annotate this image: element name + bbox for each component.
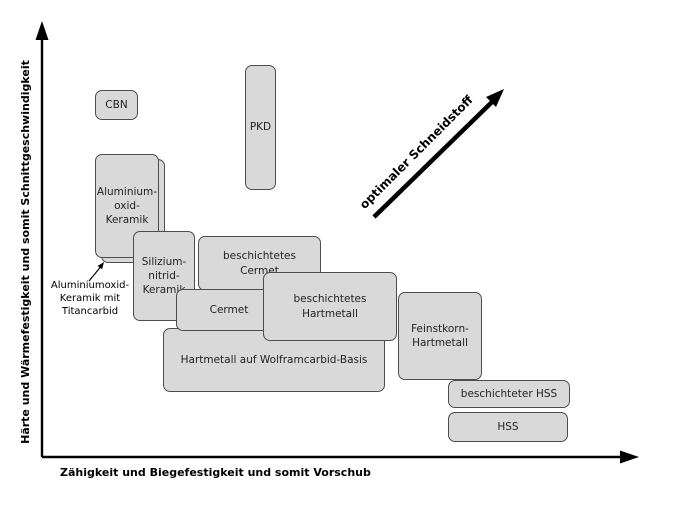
annotation-arrowhead (97, 262, 104, 270)
annotation-arrow-line (88, 267, 101, 282)
optimal-direction-arrow-line (372, 100, 494, 219)
titancarbid-annotation-label: Aluminiumoxid- Keramik mit Titancarbid (50, 280, 130, 317)
y-axis-label: Härte und Wärmefestigkeit und somit Schn… (19, 60, 32, 444)
y-axis-arrowhead (35, 21, 49, 40)
x-axis-label: Zähigkeit und Biegefestigkeit und somit … (60, 466, 371, 479)
x-axis-arrowhead (620, 450, 639, 464)
box-beschichteter-hss: beschichteter HSS (448, 380, 570, 408)
box-siliziumnitrid-keramik: Silizium- nitrid- Keramik (133, 231, 195, 321)
box-hss: HSS (448, 412, 568, 442)
box-beschichtetes-hartmetall: beschichtetes Hartmetall (263, 272, 397, 341)
box-cbn: CBN (95, 90, 138, 120)
box-pkd: PKD (245, 65, 276, 190)
optimal-direction-arrowhead (486, 89, 504, 107)
box-feinstkorn-hartmetall: Feinstkorn- Hartmetall (398, 292, 482, 380)
